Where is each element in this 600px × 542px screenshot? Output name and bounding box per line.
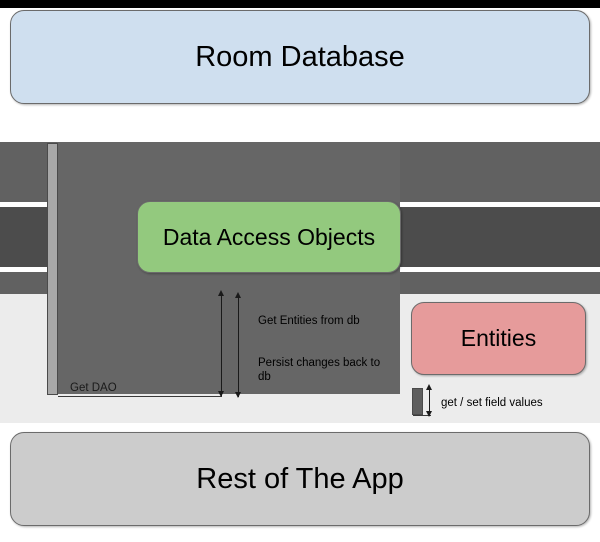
get-dao-connector-line [58, 396, 222, 397]
message-label-persist-changes-back-to-db: Persist changes back to db [258, 357, 381, 383]
node-room-database-label: Room Database [195, 40, 405, 73]
node-entities-label: Entities [460, 325, 537, 351]
node-data-access-objects[interactable]: Data Access Objects [137, 201, 401, 273]
node-rest-of-the-app[interactable]: Rest of The App [10, 432, 590, 526]
field-values-arrowhead-bottom [426, 411, 432, 417]
entities-lifeline-bar [412, 388, 423, 415]
message-label-get-set-field-values: get / set field values [441, 397, 543, 409]
get-dao-arrowhead-bottom [218, 391, 224, 397]
field-values-arrowhead-top [426, 384, 432, 390]
entities-message-arrowhead-top [235, 292, 241, 298]
top-border-strip [0, 0, 600, 8]
room-database-lifeline-bar [47, 143, 58, 395]
entities-message-arrow-line [238, 294, 239, 397]
message-label-get-dao: Get DAO [70, 382, 117, 394]
node-entities[interactable]: Entities [411, 302, 586, 375]
node-room-database[interactable]: Room Database [10, 10, 590, 104]
field-values-arrow-line [429, 386, 430, 416]
message-label-get-entities-from-db: Get Entities from db [258, 315, 360, 327]
field-values-connector-line [413, 415, 431, 416]
node-data-access-objects-label: Data Access Objects [162, 223, 376, 250]
get-dao-arrowhead-top [218, 290, 224, 296]
node-rest-of-the-app-label: Rest of The App [196, 462, 404, 495]
get-dao-arrow-line [221, 292, 222, 396]
entities-message-arrowhead-bottom [235, 392, 241, 398]
